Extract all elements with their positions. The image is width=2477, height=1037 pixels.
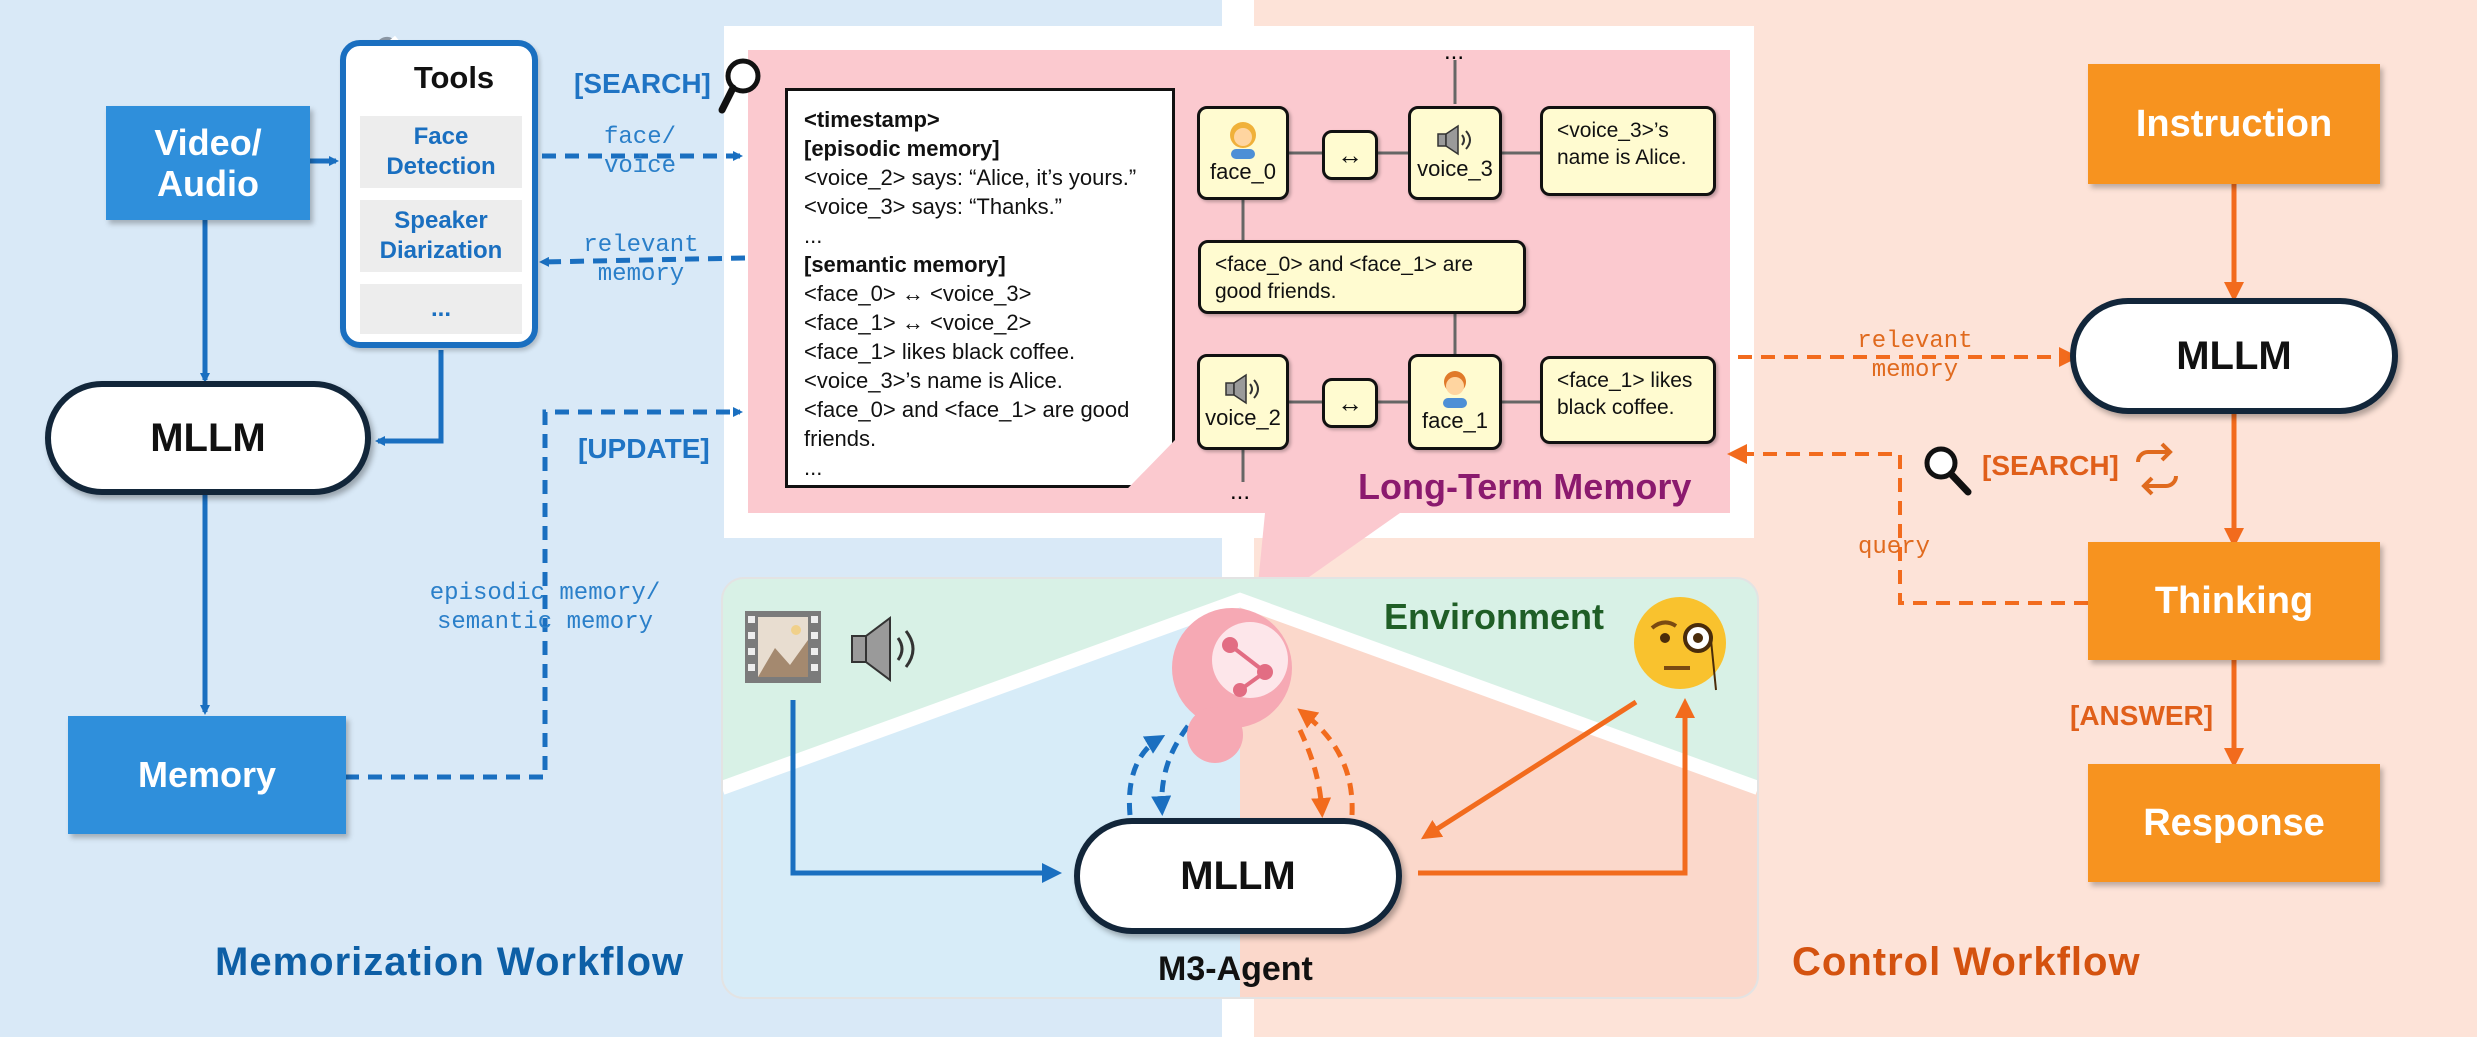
memory-note-line: <face_1> ↔ <voice_2> [804,310,1032,335]
tools-panel: Tools Face Detection Speaker Diarization… [340,40,538,348]
agent-mllm: MLLM [1074,818,1402,934]
memory-note-line: friends. [804,426,877,451]
search-tag-left: [SEARCH] [574,68,711,99]
graph-fact-coffee: <face_1> likes black coffee. [1540,356,1716,444]
thinking-box: Thinking [2088,542,2380,660]
memorization-mllm: MLLM [45,381,371,495]
control-workflow-title: Control Workflow [1792,940,2141,984]
memory-note-line: ... [804,455,823,480]
memory-note: <timestamp> [episodic memory] <voice_2> sa… [785,88,1175,488]
speaker-icon [1437,124,1471,156]
control-mllm: MLLM [2070,298,2398,414]
memory-note-line: [episodic memory] [804,136,1000,161]
speaker-icon [1225,373,1259,405]
repeat-icon [2136,442,2178,496]
long-term-memory-title: Long-Term Memory [1358,466,1692,507]
relevant-memory-label-right: relevant memory [1857,328,1973,384]
tool-speaker-diarization: Speaker Diarization [360,200,522,272]
update-tag: [UPDATE] [578,433,710,464]
graph-link-top: ↔ [1322,130,1378,180]
magnifier-icon-search-left [718,58,761,114]
episodic-semantic-label: episodic memory/ semantic memory [429,580,661,636]
magnifier-icon-search-right [1924,446,1972,496]
graph-node-face-1: face_1 [1408,354,1502,450]
woman-icon [1230,122,1256,159]
graph-more-top: ... [1444,38,1465,65]
query-label: query [1858,534,1931,561]
memory-box: Memory [68,716,346,834]
search-tag-right: [SEARCH] [1982,450,2119,481]
graph-node-voice-2: voice_2 [1197,354,1289,450]
memory-note-line: <voice_2> says: “Alice, it’s yours.” [804,165,1137,190]
graph-link-bottom: ↔ [1322,378,1378,428]
response-box: Response [2088,764,2380,882]
film-icon [745,611,821,683]
environment-label: Environment [1384,596,1605,637]
face-voice-label: face/ voice [603,124,676,180]
memory-note-line: <face_0> and <face_1> are good [804,397,1130,422]
graph-fact-friends: <face_0> and <face_1> are good friends. [1198,240,1526,314]
agent-name: M3-Agent [1158,950,1313,988]
video-audio-box: Video/ Audio [106,106,310,220]
tools-title: Tools [413,60,495,95]
memory-note-line: <voice_3> says: “Thanks.” [804,194,1063,219]
memory-note-line: [semantic memory] [804,252,1006,277]
answer-tag: [ANSWER] [2070,700,2214,731]
relevant-memory-label-left: relevant memory [583,232,699,288]
monocle-face-icon [1634,597,1726,691]
instruction-box: Instruction [2088,64,2380,184]
graph-fact-alice-name: <voice_3>’s name is Alice. [1540,106,1716,196]
memory-note-line: ... [804,223,823,248]
graph-node-face-0: face_0 [1197,106,1289,200]
memory-note-line: <timestamp> [804,107,940,132]
brain-icon [1172,608,1292,763]
graph-more-bottom: ... [1230,478,1251,505]
memorization-workflow-title: Memorization Workflow [215,940,685,984]
tool-face-detection: Face Detection [360,116,522,188]
memory-note-line: <face_0> ↔ <voice_3> [804,281,1032,306]
memory-note-line: <voice_3>’s name is Alice. [804,368,1063,393]
tool-more: ... [360,284,522,334]
speaker-icon [851,616,915,682]
graph-node-voice-3: voice_3 [1408,106,1502,200]
memory-note-line: <face_1> likes black coffee. [804,339,1076,364]
man-icon [1443,371,1467,408]
